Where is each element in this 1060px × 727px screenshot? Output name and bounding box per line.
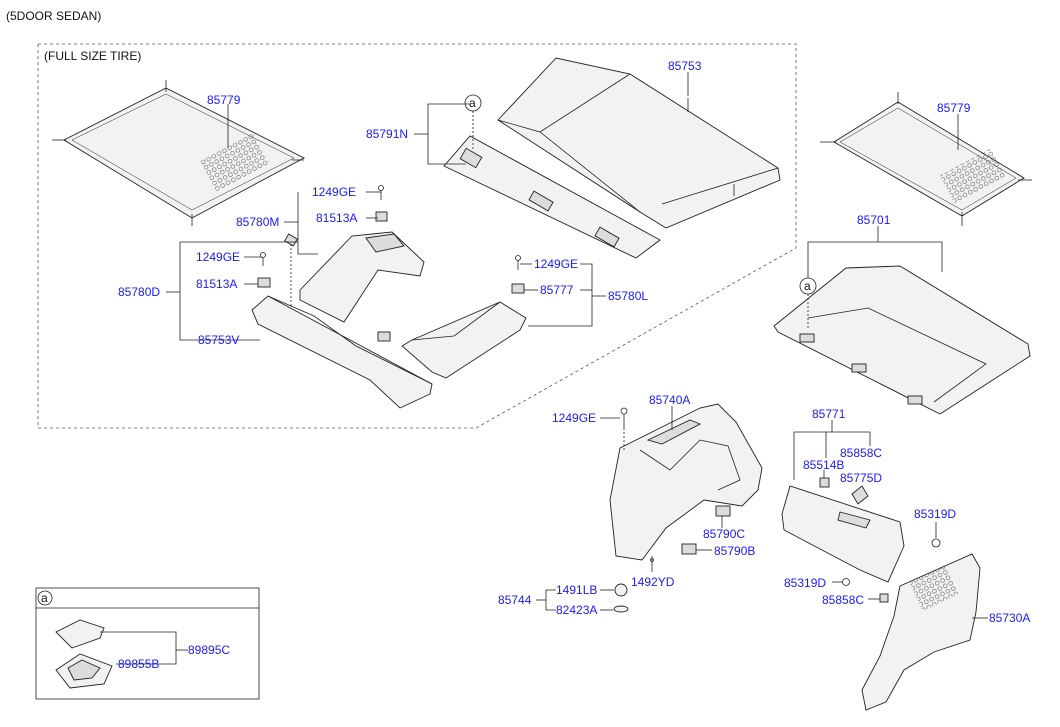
holder-89855B bbox=[55, 653, 113, 689]
label-85858C-2: 85858C bbox=[822, 593, 864, 607]
label-85780L: 85780L bbox=[608, 289, 648, 303]
tray-85780L bbox=[401, 301, 527, 379]
label-85701: 85701 bbox=[857, 213, 891, 227]
side-trim-85740A bbox=[609, 403, 763, 561]
label-85780D: 85780D bbox=[118, 285, 160, 299]
group-frame bbox=[37, 43, 797, 429]
label-85319D-1: 85319D bbox=[914, 507, 956, 521]
clip-85775D bbox=[851, 485, 869, 505]
label-1249GE-4: 1249GE bbox=[552, 411, 596, 425]
rear-partition-board bbox=[443, 135, 661, 259]
cargo-net-left bbox=[52, 80, 305, 226]
label-85319D-2: 85319D bbox=[784, 576, 826, 590]
clip-85858C-2 bbox=[879, 593, 889, 603]
tray-85780M bbox=[299, 231, 425, 323]
label-85790B: 85790B bbox=[714, 544, 755, 558]
label-85744: 85744 bbox=[498, 593, 532, 607]
diagram-title: (5DOOR SEDAN) bbox=[6, 9, 101, 23]
label-85740A: 85740A bbox=[649, 393, 690, 407]
label-85514B: 85514B bbox=[803, 458, 844, 472]
label-85779-left: 85779 bbox=[207, 93, 241, 107]
label-85780M: 85780M bbox=[236, 215, 279, 229]
label-85779-right: 85779 bbox=[937, 101, 971, 115]
label-85790C: 85790C bbox=[703, 527, 745, 541]
label-1492YD: 1492YD bbox=[631, 575, 675, 589]
label-1249GE-2: 1249GE bbox=[196, 250, 240, 264]
cover-89895C bbox=[55, 619, 105, 649]
tray-85780D bbox=[251, 295, 433, 409]
cargo-net-right bbox=[820, 92, 1032, 226]
luggage-covering bbox=[773, 265, 1031, 415]
label-82423A: 82423A bbox=[556, 603, 597, 617]
label-85858C-1: 85858C bbox=[840, 446, 882, 460]
label-85791N: 85791N bbox=[366, 127, 408, 141]
plug-1491LB bbox=[614, 583, 628, 597]
group-title: (FULL SIZE TIRE) bbox=[44, 49, 141, 63]
callout-a-1: a bbox=[469, 96, 476, 110]
clip-85514B bbox=[819, 477, 830, 488]
transverse-trim-85771 bbox=[781, 485, 905, 583]
label-81513A-1: 81513A bbox=[316, 211, 357, 225]
label-85753: 85753 bbox=[668, 59, 702, 73]
label-85753V: 85753V bbox=[198, 333, 239, 347]
label-1491LB: 1491LB bbox=[556, 583, 597, 597]
side-trim-85730A bbox=[861, 553, 981, 711]
label-1249GE-3: 1249GE bbox=[534, 257, 578, 271]
label-85777: 85777 bbox=[540, 283, 574, 297]
label-81513A-2: 81513A bbox=[196, 277, 237, 291]
inset-callout-a: a bbox=[41, 591, 48, 605]
luggage-board bbox=[497, 57, 781, 229]
label-89855B: 89855B bbox=[118, 657, 159, 671]
label-89895C: 89895C bbox=[188, 643, 230, 657]
label-85775D: 85775D bbox=[840, 471, 882, 485]
label-85730A: 85730A bbox=[989, 611, 1030, 625]
clip-85790C bbox=[715, 505, 731, 517]
callout-a-2: a bbox=[804, 279, 811, 293]
cap-82423A bbox=[613, 605, 629, 613]
clip-85790B bbox=[681, 543, 697, 555]
label-1249GE-1: 1249GE bbox=[312, 185, 356, 199]
label-85771: 85771 bbox=[812, 407, 846, 421]
inset-box-a bbox=[35, 587, 260, 700]
fastener-85319D-1 bbox=[931, 538, 941, 548]
fastener-85319D-2 bbox=[842, 578, 850, 586]
